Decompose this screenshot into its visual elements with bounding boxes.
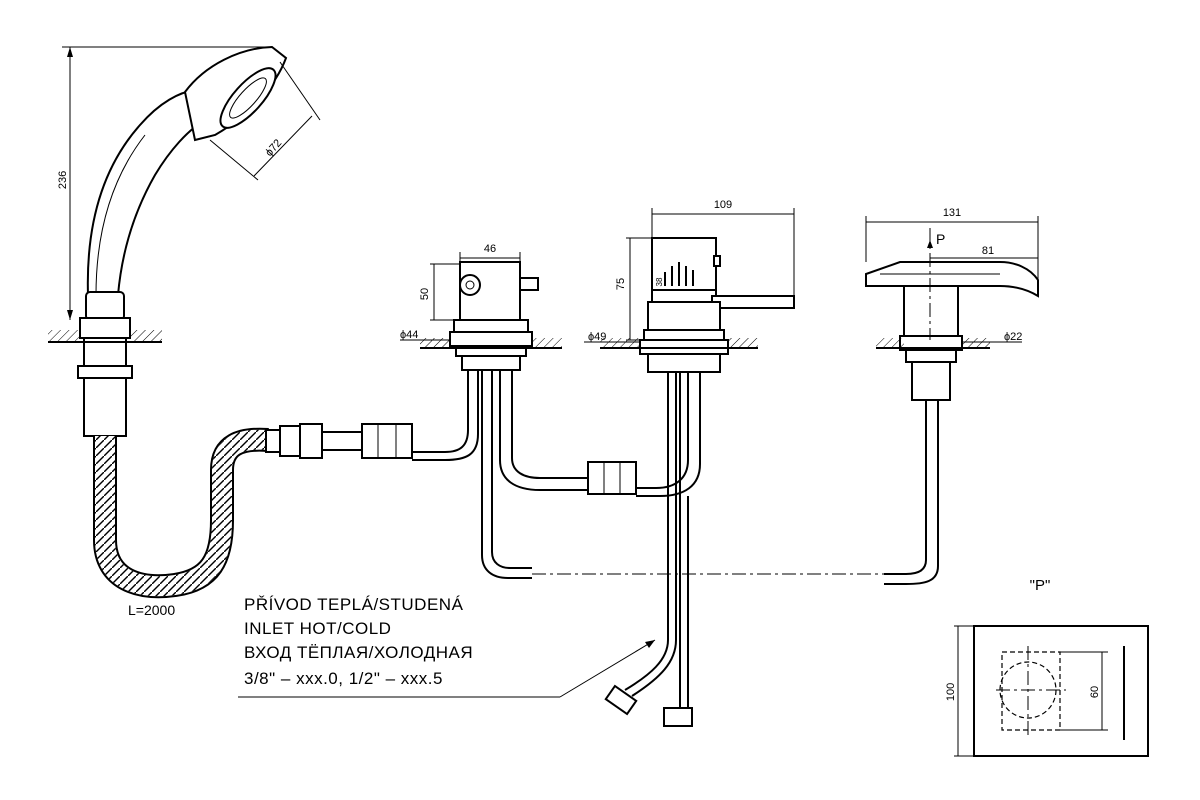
valve-dimensions — [400, 252, 521, 341]
spout-view-marker: P — [936, 231, 945, 247]
mixer-dimensions — [584, 208, 795, 343]
shower-hose — [93, 423, 413, 599]
spout-base-diameter-label: ϕ22 — [1004, 331, 1022, 343]
bath-spout — [865, 261, 1039, 585]
mixer-width-label: 109 — [714, 199, 732, 211]
spout-width-label: 131 — [943, 207, 961, 219]
shower-height-label: 236 — [57, 171, 69, 189]
shower-head-diameter-label: ϕ72 — [263, 137, 284, 159]
link-fitting — [587, 461, 637, 495]
inlet-note-line4: 3/8" – xxx.0, 1/2" – xxx.5 — [244, 669, 443, 688]
detail-p-view — [954, 625, 1149, 757]
mixer-inner-label: 38 — [655, 277, 664, 286]
detail-height-label: 100 — [945, 683, 957, 701]
valve-base-diameter-label: ϕ44 — [400, 329, 418, 341]
detail-p-label: "P" — [1030, 577, 1051, 594]
mixer-base-diameter-label: ϕ49 — [588, 331, 606, 343]
hand-shower — [77, 45, 288, 437]
valve-width-label: 46 — [484, 243, 496, 255]
inlet-note-line2: INLET HOT/COLD — [244, 619, 391, 638]
diverter-valve — [412, 261, 588, 579]
inlet-note-line1: PŘÍVOD TEPLÁ/STUDENÁ — [244, 595, 464, 614]
shower-height-dimension — [62, 46, 272, 320]
temperature-scale-icon — [664, 262, 694, 286]
shower-head-diameter-dimension — [209, 61, 321, 181]
mixer-valve — [604, 237, 795, 727]
spout-reach-label: 81 — [982, 245, 994, 257]
inlet-note — [238, 639, 656, 698]
valve-height-label: 50 — [419, 288, 431, 300]
detail-inner-label: 60 — [1089, 686, 1101, 698]
spout-dimensions — [865, 216, 1039, 343]
inlet-note-line3: ВХОД ТЁПЛАЯ/ХОЛОДНАЯ — [244, 643, 473, 662]
hose-length-label: L=2000 — [128, 602, 175, 618]
mixer-height-label: 75 — [615, 278, 627, 290]
